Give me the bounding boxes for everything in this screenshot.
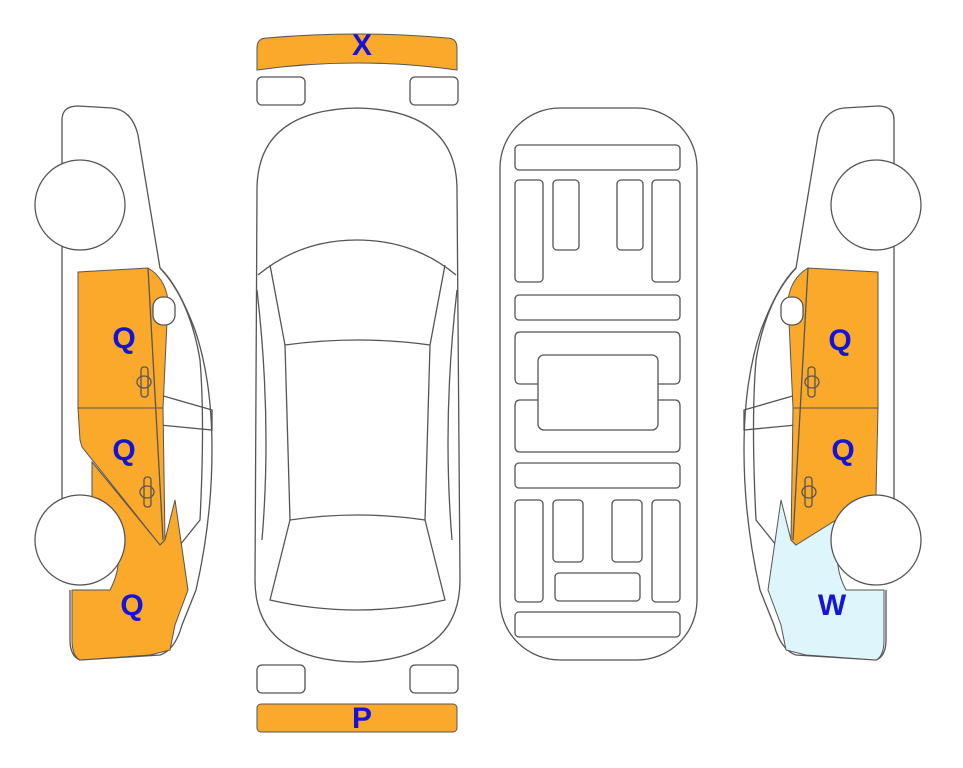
left-rear-door-panel[interactable] [77, 267, 169, 409]
underside-view [499, 107, 698, 661]
rear-bumper-label: X [352, 29, 372, 62]
right-side-view: Q Q W [743, 105, 922, 661]
left-rear-wheel [34, 159, 126, 251]
right-rear-door-panel[interactable] [787, 267, 879, 409]
right-front-fender-label: W [818, 589, 847, 622]
right-front-door-label: Q [831, 434, 854, 467]
right-rear-door-label: Q [828, 324, 851, 357]
left-rear-door-handle-icon [136, 366, 152, 398]
left-mirror [152, 296, 176, 326]
car-top-outline [254, 107, 461, 663]
right-front-door-panel[interactable] [790, 407, 879, 546]
left-front-wheel [34, 494, 126, 586]
front-bumper-label: P [352, 702, 372, 735]
top-view: X P [254, 29, 461, 735]
front-bumper-panel[interactable] [256, 703, 458, 733]
left-front-door-handle-icon [139, 476, 155, 508]
left-side-view: Q Q Q [34, 105, 213, 661]
left-rear-door-label: Q [112, 322, 135, 355]
rear-bumper-panel[interactable] [256, 33, 458, 71]
left-front-door-label: Q [112, 434, 135, 467]
left-front-fender-label: Q [120, 589, 143, 622]
